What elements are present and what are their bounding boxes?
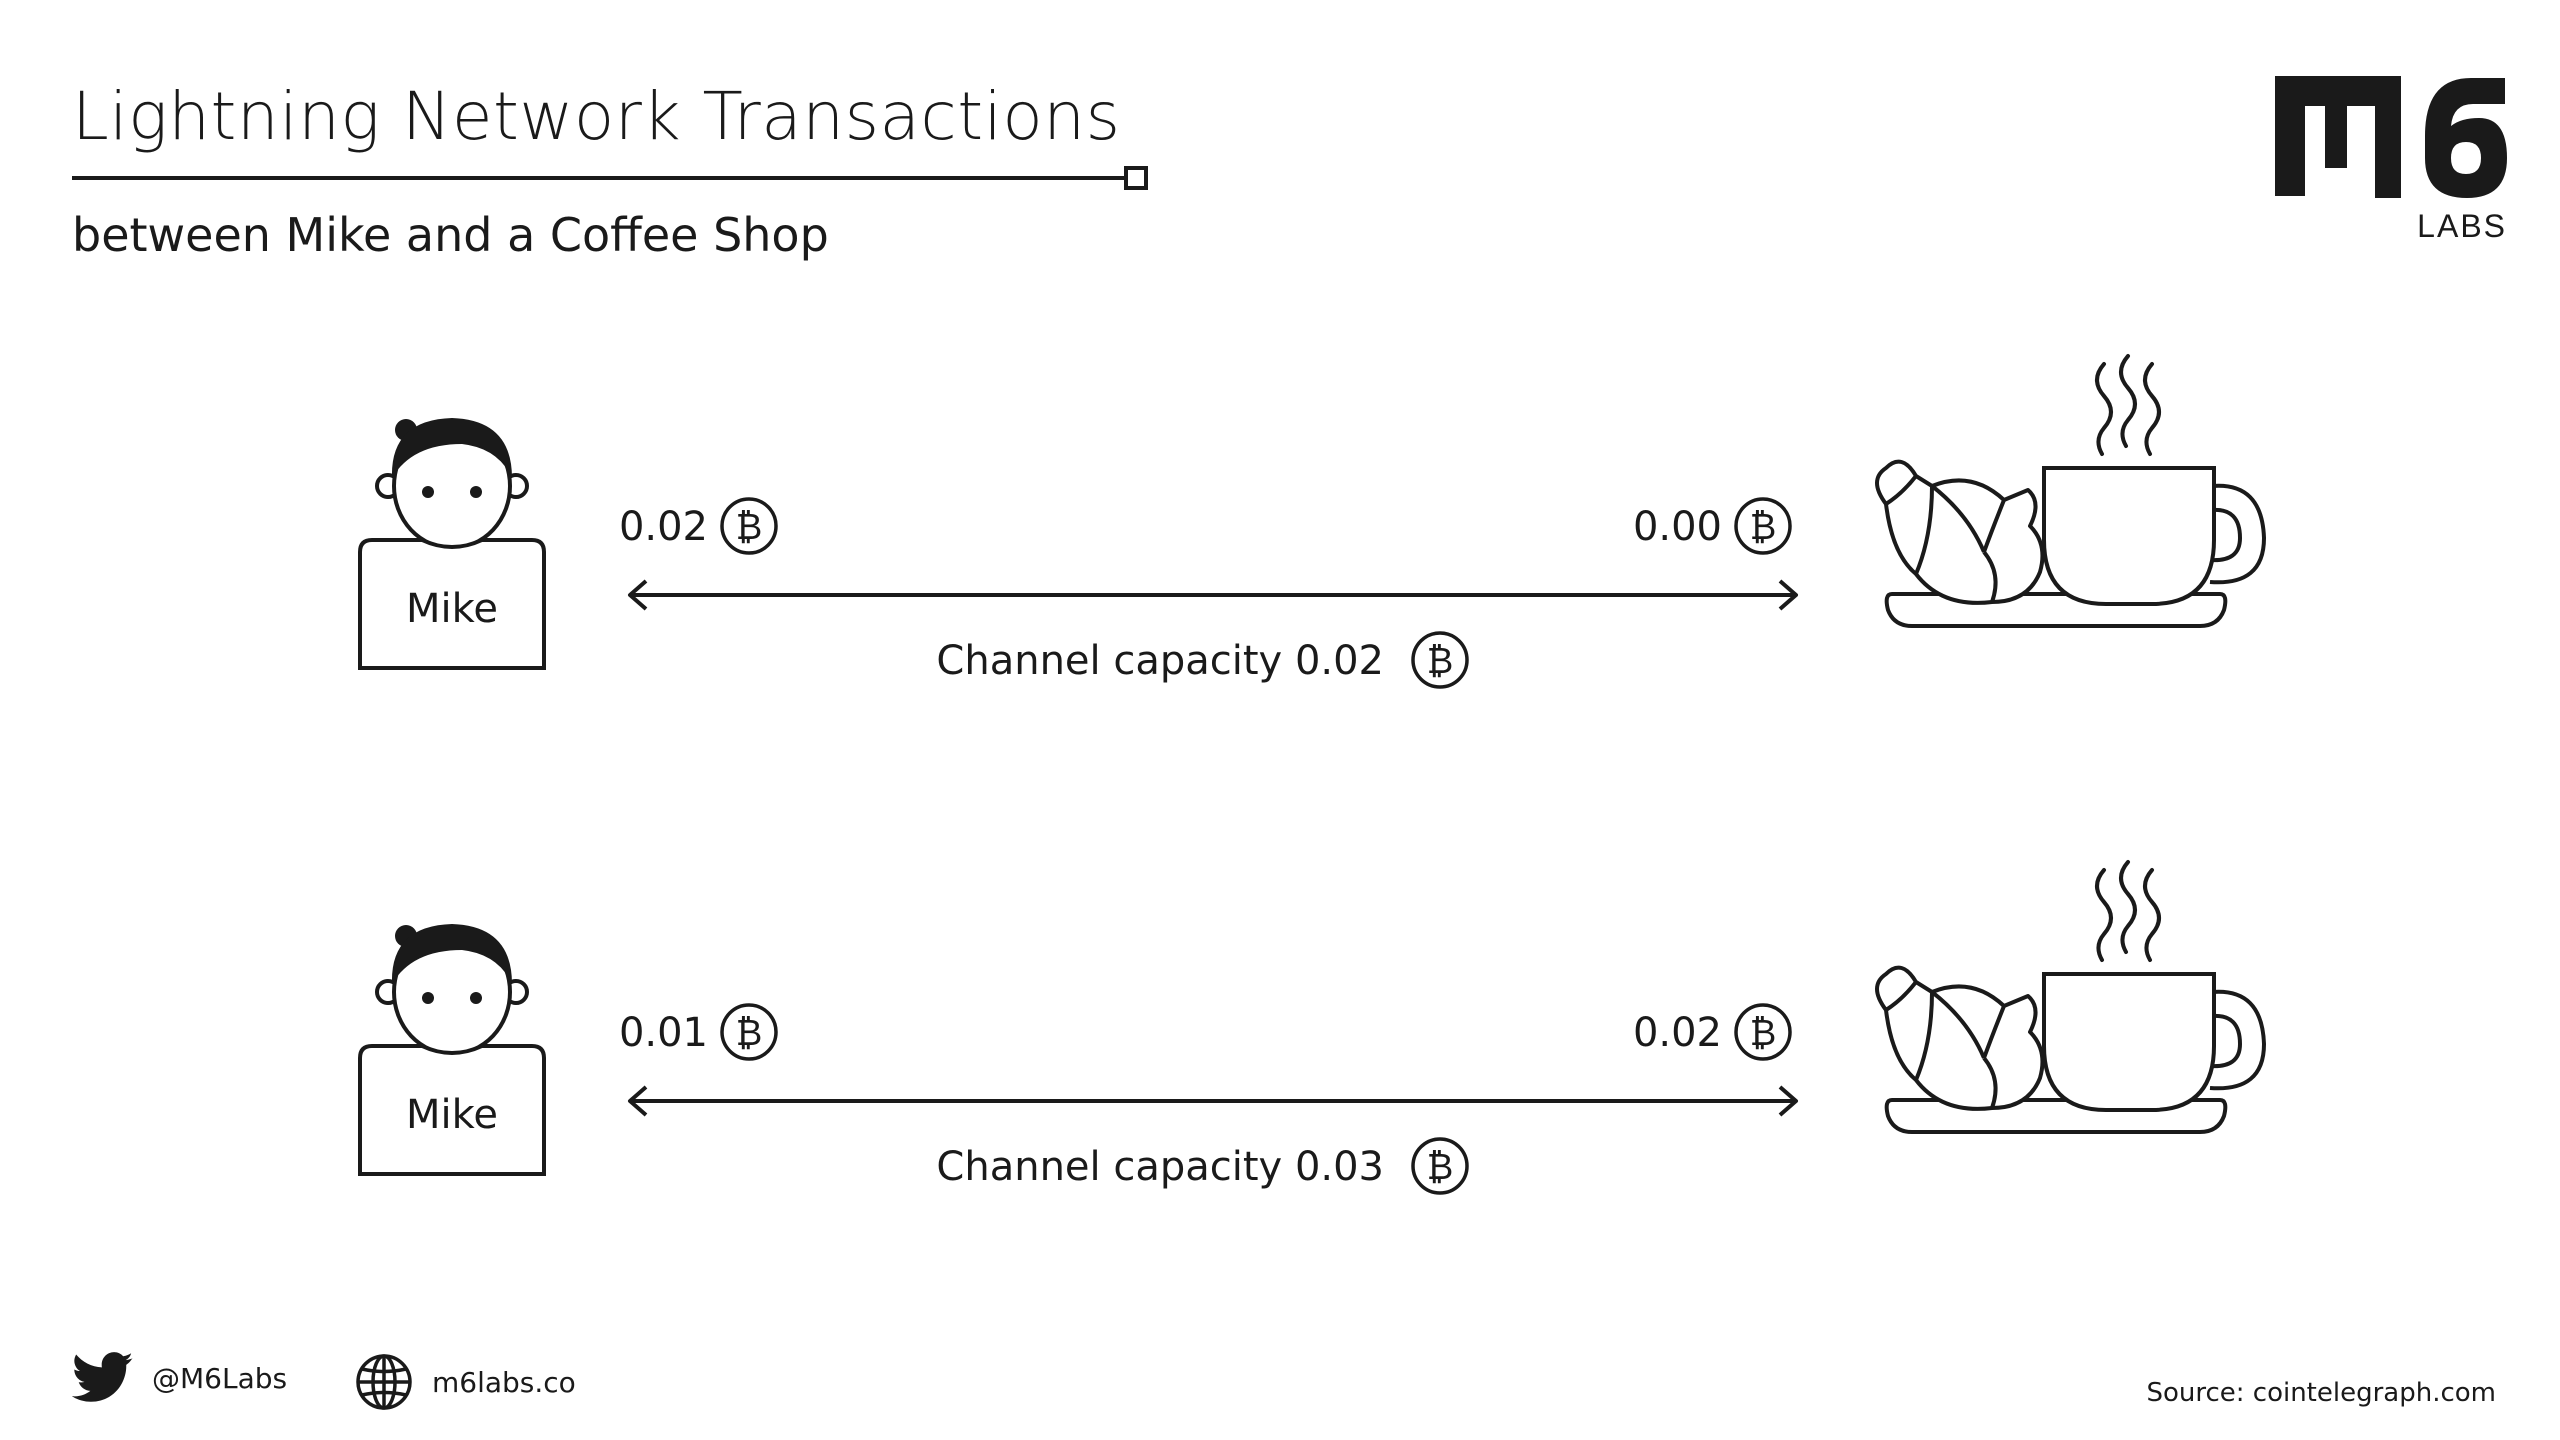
- source-credit: Source: cointelegraph.com: [2146, 1378, 2496, 1408]
- right-balance: 0.00: [1633, 504, 1722, 550]
- twitter-handle: @M6Labs: [152, 1361, 288, 1395]
- globe-icon: [356, 1354, 412, 1410]
- coffee-croissant-icon: [1875, 354, 2266, 628]
- twitter-bird-icon: [72, 1352, 133, 1402]
- channel-row-2: Mike 0.01 0.02 Channel capacity 0.03: [358, 860, 2266, 1195]
- website-url: m6labs.co: [432, 1365, 576, 1399]
- double-arrow-icon: [628, 1085, 1798, 1117]
- bitcoin-icon: [1734, 497, 1792, 555]
- coffee-croissant-icon: [1875, 860, 2266, 1134]
- title-underline: [72, 176, 1128, 180]
- website-link[interactable]: m6labs.co: [354, 1352, 576, 1412]
- double-arrow-icon: [628, 579, 1798, 611]
- left-balance: 0.02: [619, 504, 708, 550]
- left-balance: 0.01: [619, 1010, 708, 1056]
- m6-labs-logo: LABS: [2275, 74, 2507, 250]
- bitcoin-icon: [1411, 631, 1469, 689]
- person-label: Mike: [406, 1092, 498, 1138]
- bitcoin-icon: [720, 497, 778, 555]
- right-balance: 0.02: [1633, 1010, 1722, 1056]
- twitter-link[interactable]: @M6Labs: [72, 1352, 287, 1404]
- page-subtitle: between Mike and a Coffee Shop: [72, 208, 829, 262]
- m6-logo-mark: [2275, 76, 2507, 198]
- page-title: Lightning Network Transactions: [72, 78, 1121, 155]
- channel-capacity-label: Channel capacity 0.02: [936, 638, 1384, 684]
- bitcoin-icon: [1411, 1137, 1469, 1195]
- channel-capacity-label: Channel capacity 0.03: [936, 1144, 1384, 1190]
- bitcoin-icon: [1734, 1003, 1792, 1061]
- bitcoin-icon: [720, 1003, 778, 1061]
- channel-row-1: Mike 0.02 0.00 Channel capacity 0.02: [358, 354, 2266, 689]
- person-label: Mike: [406, 586, 498, 632]
- logo-subtext: LABS: [2417, 208, 2507, 244]
- title-underline-endcap: [1124, 166, 1148, 190]
